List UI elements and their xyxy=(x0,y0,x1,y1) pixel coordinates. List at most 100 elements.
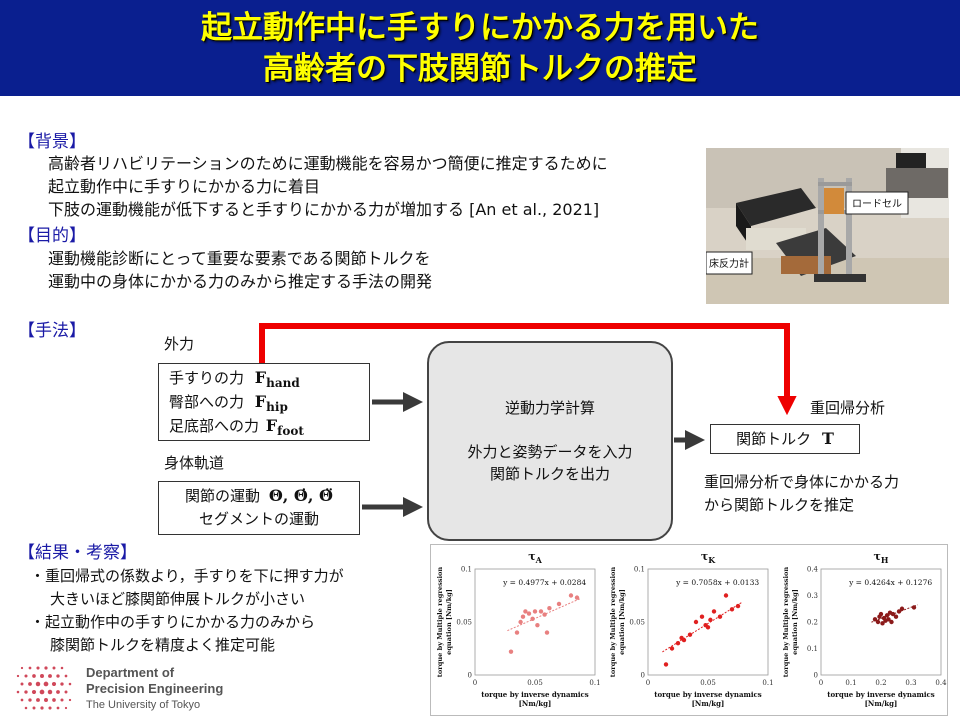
x-tick-label: 0.1 xyxy=(762,679,773,687)
force-label: 手すりの力 xyxy=(169,369,245,387)
logo-dot xyxy=(28,682,32,686)
logo-dot xyxy=(44,666,48,670)
x-tick-label: 0.3 xyxy=(905,679,916,687)
data-point xyxy=(723,593,729,598)
logo-dot xyxy=(20,682,24,686)
logo-dot xyxy=(64,690,68,694)
logo-dot xyxy=(64,706,68,710)
joint-torque-symbol: T xyxy=(821,429,834,448)
data-point xyxy=(705,625,711,630)
logo-line-3: The University of Tokyo xyxy=(86,699,200,711)
x-tick-label: 0.2 xyxy=(875,679,886,687)
data-point xyxy=(889,619,894,625)
data-point xyxy=(556,601,562,607)
logo-dot xyxy=(32,674,36,678)
external-force-label: 外力 xyxy=(164,335,195,353)
logo-dot xyxy=(28,698,32,702)
force-label: 臀部への力 xyxy=(169,393,245,411)
title-bar: 起立動作中に手すりにかかる力を用いた 高齢者の下肢関節トルクの推定 xyxy=(0,0,960,96)
data-point xyxy=(735,603,741,609)
logo-dot xyxy=(56,674,60,678)
logo-line-1: Department of xyxy=(86,665,175,680)
data-point xyxy=(568,593,574,598)
x-tick-label: 0.4 xyxy=(935,679,947,687)
x-axis-label: torque by inverse dynamics xyxy=(481,690,589,699)
purpose-line: 運動中の身体にかかる力のみから推定する手法の開発 xyxy=(48,272,433,291)
data-point xyxy=(669,646,675,651)
logo-dot xyxy=(20,698,24,702)
data-point xyxy=(875,619,881,625)
x-tick-label: 0 xyxy=(646,679,650,687)
data-point xyxy=(878,611,884,617)
chart-title: τA xyxy=(528,550,542,565)
apparatus-illustration: ロードセル 床反力計 xyxy=(706,148,949,304)
trend-line xyxy=(662,602,742,653)
logo-dot xyxy=(56,690,60,694)
logo-dot xyxy=(16,690,20,694)
result-line: 大きいほど膝関節伸展トルクが小さい xyxy=(50,590,306,608)
y-tick-label: 0.3 xyxy=(807,592,818,600)
logo-dot xyxy=(40,674,44,678)
plot-area xyxy=(820,568,942,676)
background-line: 下肢の運動機能が低下すると手すりにかかる力が増加する [An et al., 2… xyxy=(48,200,600,219)
data-point xyxy=(520,614,526,619)
force-row-hip: 臀部への力 Fhip xyxy=(169,392,288,417)
logo-dot xyxy=(52,698,56,702)
joint-torque-box: 関節トルク T xyxy=(710,424,860,454)
data-point xyxy=(884,613,890,618)
logo-dot xyxy=(28,666,32,670)
data-point xyxy=(542,612,547,617)
logo-dot xyxy=(40,706,44,710)
force-symbol: Ffoot xyxy=(265,416,304,439)
trajectory-text: 関節の運動 xyxy=(185,487,261,505)
data-point xyxy=(530,616,535,622)
regression-equation: y = 0.4264x + 0.1276 xyxy=(848,578,932,587)
regression-note-line-1: 重回帰分析で身体にかかる力 xyxy=(704,473,900,491)
data-point xyxy=(717,614,723,619)
result-line: ・起立動作中の手すりにかかる力のみから xyxy=(30,613,316,631)
x-axis-label-unit: [Nm/kg] xyxy=(692,699,725,708)
logo-graphic: Department of Precision Engineering The … xyxy=(16,665,223,711)
logo-dot xyxy=(52,666,56,670)
load-cell-label: ロードセル xyxy=(852,198,902,210)
data-point xyxy=(872,617,878,622)
data-point xyxy=(880,621,885,626)
x-tick-label: 0 xyxy=(473,679,477,687)
data-point xyxy=(699,614,705,619)
data-point xyxy=(526,611,532,616)
x-tick-label: 0.05 xyxy=(527,679,543,687)
data-point xyxy=(896,609,902,614)
trajectory-text-segment: セグメントの運動 xyxy=(198,510,319,528)
title-line-2: 高齢者の下肢関節トルクの推定 xyxy=(263,51,697,87)
logo-dot xyxy=(36,698,40,702)
data-point xyxy=(687,632,693,637)
logo-dot xyxy=(47,689,53,695)
x-tick-label: 0.1 xyxy=(589,679,600,687)
force-symbol: Fhand xyxy=(254,368,300,391)
plot-area xyxy=(647,568,769,676)
plot-area xyxy=(474,568,596,676)
force-symbol: Fhip xyxy=(254,392,288,415)
x-tick-label: 0.05 xyxy=(700,679,716,687)
logo-dot xyxy=(24,690,28,694)
x-axis-label: torque by inverse dynamics xyxy=(654,690,762,699)
logo-dot xyxy=(20,666,24,670)
trajectory-label: 身体軌道 xyxy=(164,454,225,472)
y-axis-label: torque by Multiple regression xyxy=(609,567,617,678)
chart-title: τH xyxy=(874,550,889,565)
force-label: 足底部への力 xyxy=(169,417,260,435)
regression-equation: y = 0.7058x + 0.0133 xyxy=(675,578,759,587)
logo-dot xyxy=(60,682,64,686)
y-axis-label: torque by Multiple regression xyxy=(436,567,444,678)
force-plate-label: 床反力計 xyxy=(709,257,749,270)
data-point xyxy=(899,606,905,611)
logo-dot xyxy=(31,689,37,695)
y-tick-label: 0 xyxy=(641,672,645,680)
trajectory-symbols: Θ, Θ̇, Θ̈ xyxy=(268,486,333,505)
joint-torque-text: 関節トルク xyxy=(736,430,812,448)
y-axis-label-unit: equation [Nm/kg] xyxy=(445,589,453,655)
data-point xyxy=(911,605,917,610)
